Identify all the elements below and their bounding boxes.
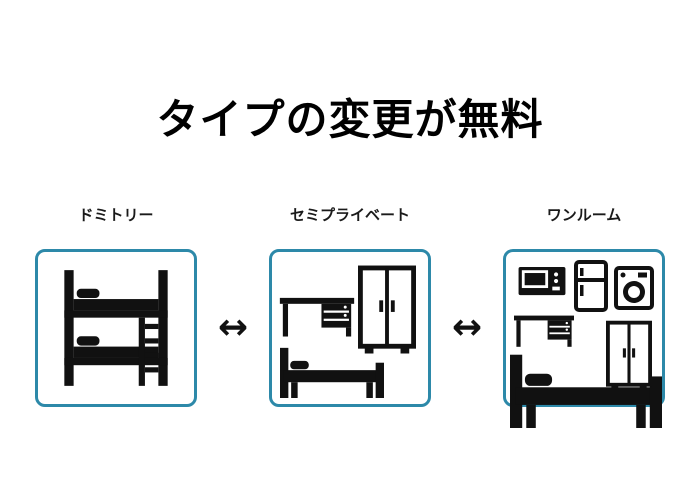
swap-arrow-icon: ↔ (217, 307, 249, 348)
page-title: タイプの変更が無料 (156, 95, 544, 144)
options-row: ドミトリー (0, 205, 700, 428)
swap-arrow-icon: ↔ (451, 307, 483, 348)
option-dormitory: ドミトリー (35, 205, 197, 407)
option-dormitory-box (35, 249, 197, 407)
option-dormitory-label: ドミトリー (78, 206, 154, 224)
option-oneroom-label: ワンルーム (546, 206, 622, 224)
microwave-icon (518, 266, 566, 296)
desk-icon (512, 306, 576, 348)
bunk-bed-icon (54, 266, 178, 390)
option-oneroom-box (503, 249, 665, 428)
wardrobe-icon (606, 316, 652, 396)
desk-icon (278, 286, 356, 338)
wardrobe-icon (358, 264, 416, 356)
single-bed-icon (276, 346, 388, 398)
single-bed-icon (510, 352, 662, 428)
option-semiprivate: セミプライベート (269, 205, 431, 407)
option-semiprivate-box (269, 249, 431, 407)
refrigerator-icon (574, 260, 608, 314)
option-oneroom: ワンルーム (503, 205, 665, 428)
washing-machine-icon (614, 266, 654, 310)
option-semiprivate-label: セミプライベート (289, 206, 410, 224)
